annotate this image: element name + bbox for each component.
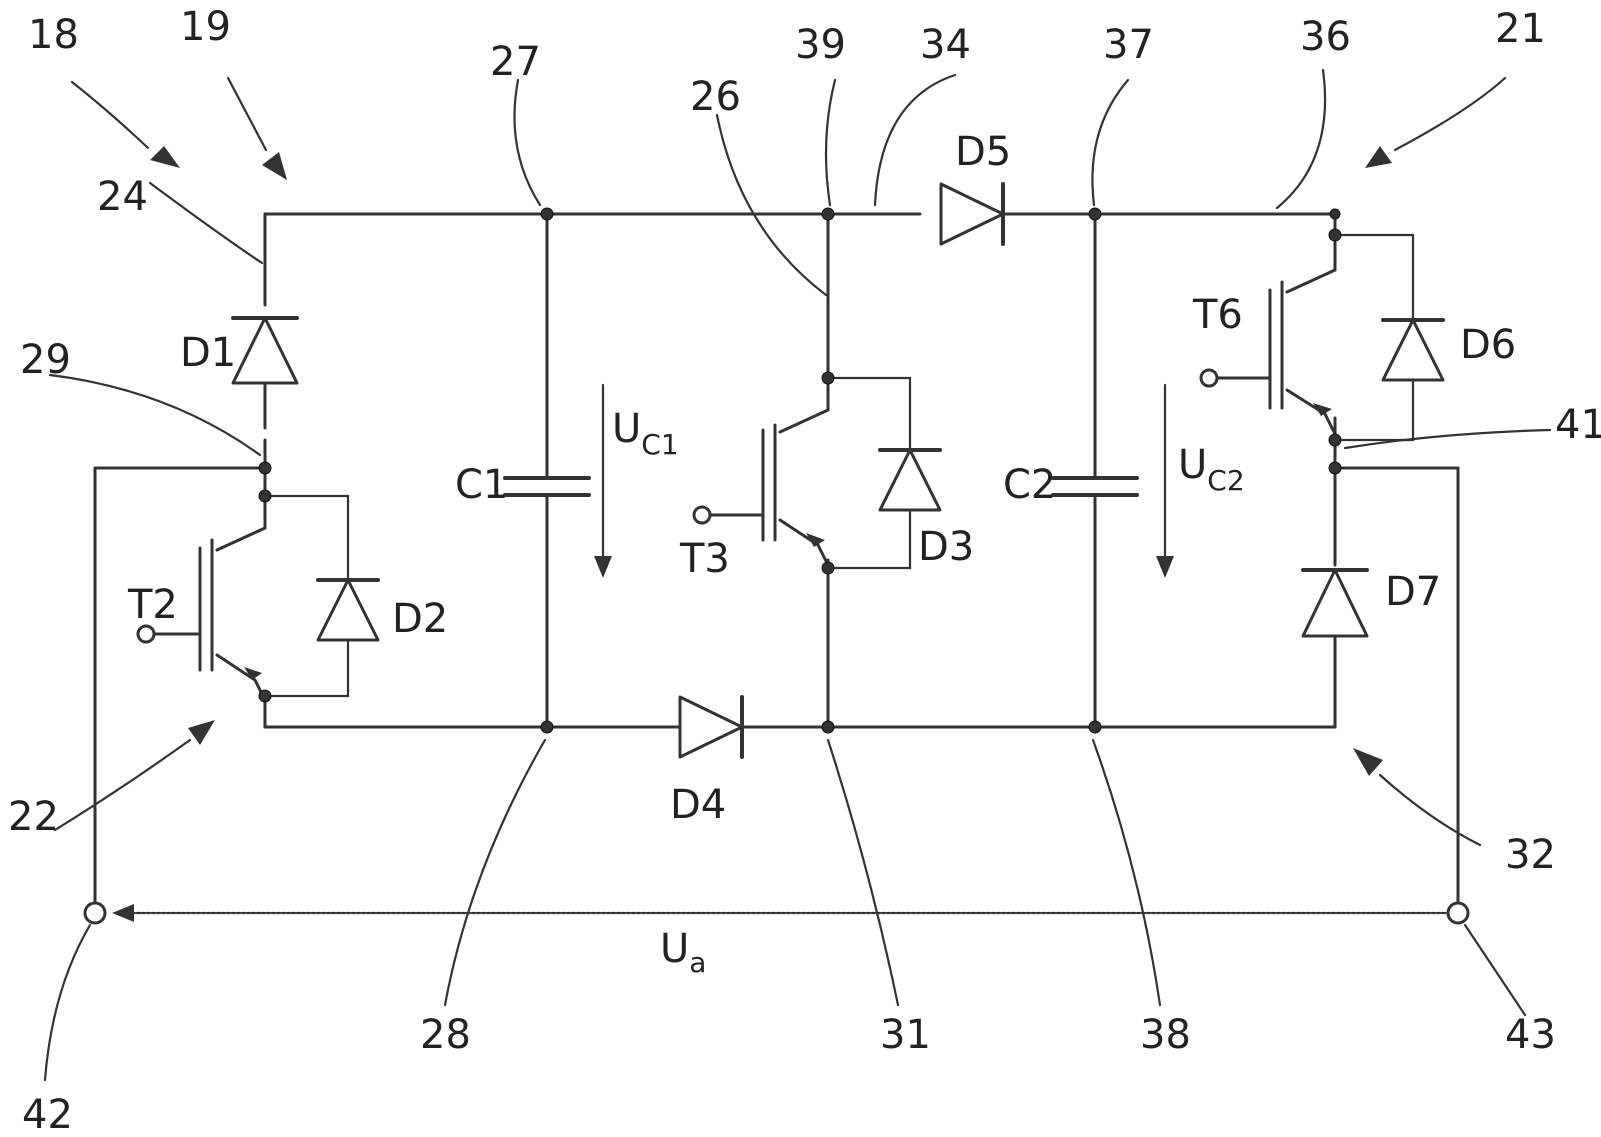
leader-lines <box>45 70 1550 1080</box>
label-d6: D6 <box>1460 322 1516 368</box>
ref-31: 31 <box>880 1012 931 1058</box>
ref-42: 42 <box>22 1092 73 1137</box>
ref-21: 21 <box>1495 6 1546 52</box>
label-d7: D7 <box>1385 569 1441 615</box>
ref-38: 38 <box>1140 1012 1191 1058</box>
label-d2: D2 <box>392 596 448 642</box>
component-labels: D1 D2 D3 D4 D5 D6 D7 T2 T3 T6 C1 C2 <box>127 129 1516 828</box>
wiring <box>95 214 1458 905</box>
diode-d1 <box>233 318 297 383</box>
ref-22: 22 <box>8 794 59 840</box>
diode-d7 <box>1303 570 1367 636</box>
voltage-arrow-ua <box>112 904 1450 922</box>
label-t2: T2 <box>127 582 178 628</box>
label-c1: C1 <box>455 462 508 508</box>
ref-32: 32 <box>1505 832 1556 878</box>
diode-d4 <box>680 697 742 757</box>
label-c2: C2 <box>1003 462 1056 508</box>
label-ua: Ua <box>660 926 706 979</box>
capacitor-c1 <box>505 478 589 495</box>
diode-d2 <box>265 496 378 696</box>
ref-27: 27 <box>490 39 541 85</box>
voltage-arrow-uc1 <box>594 385 612 578</box>
output-terminal-42 <box>85 903 105 923</box>
ref-19: 19 <box>180 4 231 50</box>
ref-28: 28 <box>420 1012 471 1058</box>
label-d4: D4 <box>670 782 726 828</box>
ref-43: 43 <box>1505 1012 1556 1058</box>
ref-41: 41 <box>1555 402 1601 448</box>
output-terminal-43 <box>1448 903 1468 923</box>
label-uc1: UC1 <box>612 406 679 461</box>
label-d1: D1 <box>180 330 236 376</box>
capacitor-c2 <box>1053 478 1137 495</box>
label-d5: D5 <box>955 129 1011 175</box>
ref-24: 24 <box>97 174 148 220</box>
ref-34: 34 <box>920 22 971 68</box>
label-t3: T3 <box>679 536 730 582</box>
ref-29: 29 <box>20 337 71 383</box>
label-d3: D3 <box>918 524 974 570</box>
voltage-arrow-uc2 <box>1156 385 1174 578</box>
diode-d6 <box>1335 235 1443 440</box>
diode-d5 <box>941 184 1003 244</box>
ref-26: 26 <box>690 74 741 120</box>
ref-37: 37 <box>1103 22 1154 68</box>
label-t6: T6 <box>1192 292 1243 338</box>
label-uc2: UC2 <box>1178 442 1245 497</box>
ref-36: 36 <box>1300 14 1351 60</box>
ref-39: 39 <box>795 22 846 68</box>
ref-18: 18 <box>28 12 79 58</box>
